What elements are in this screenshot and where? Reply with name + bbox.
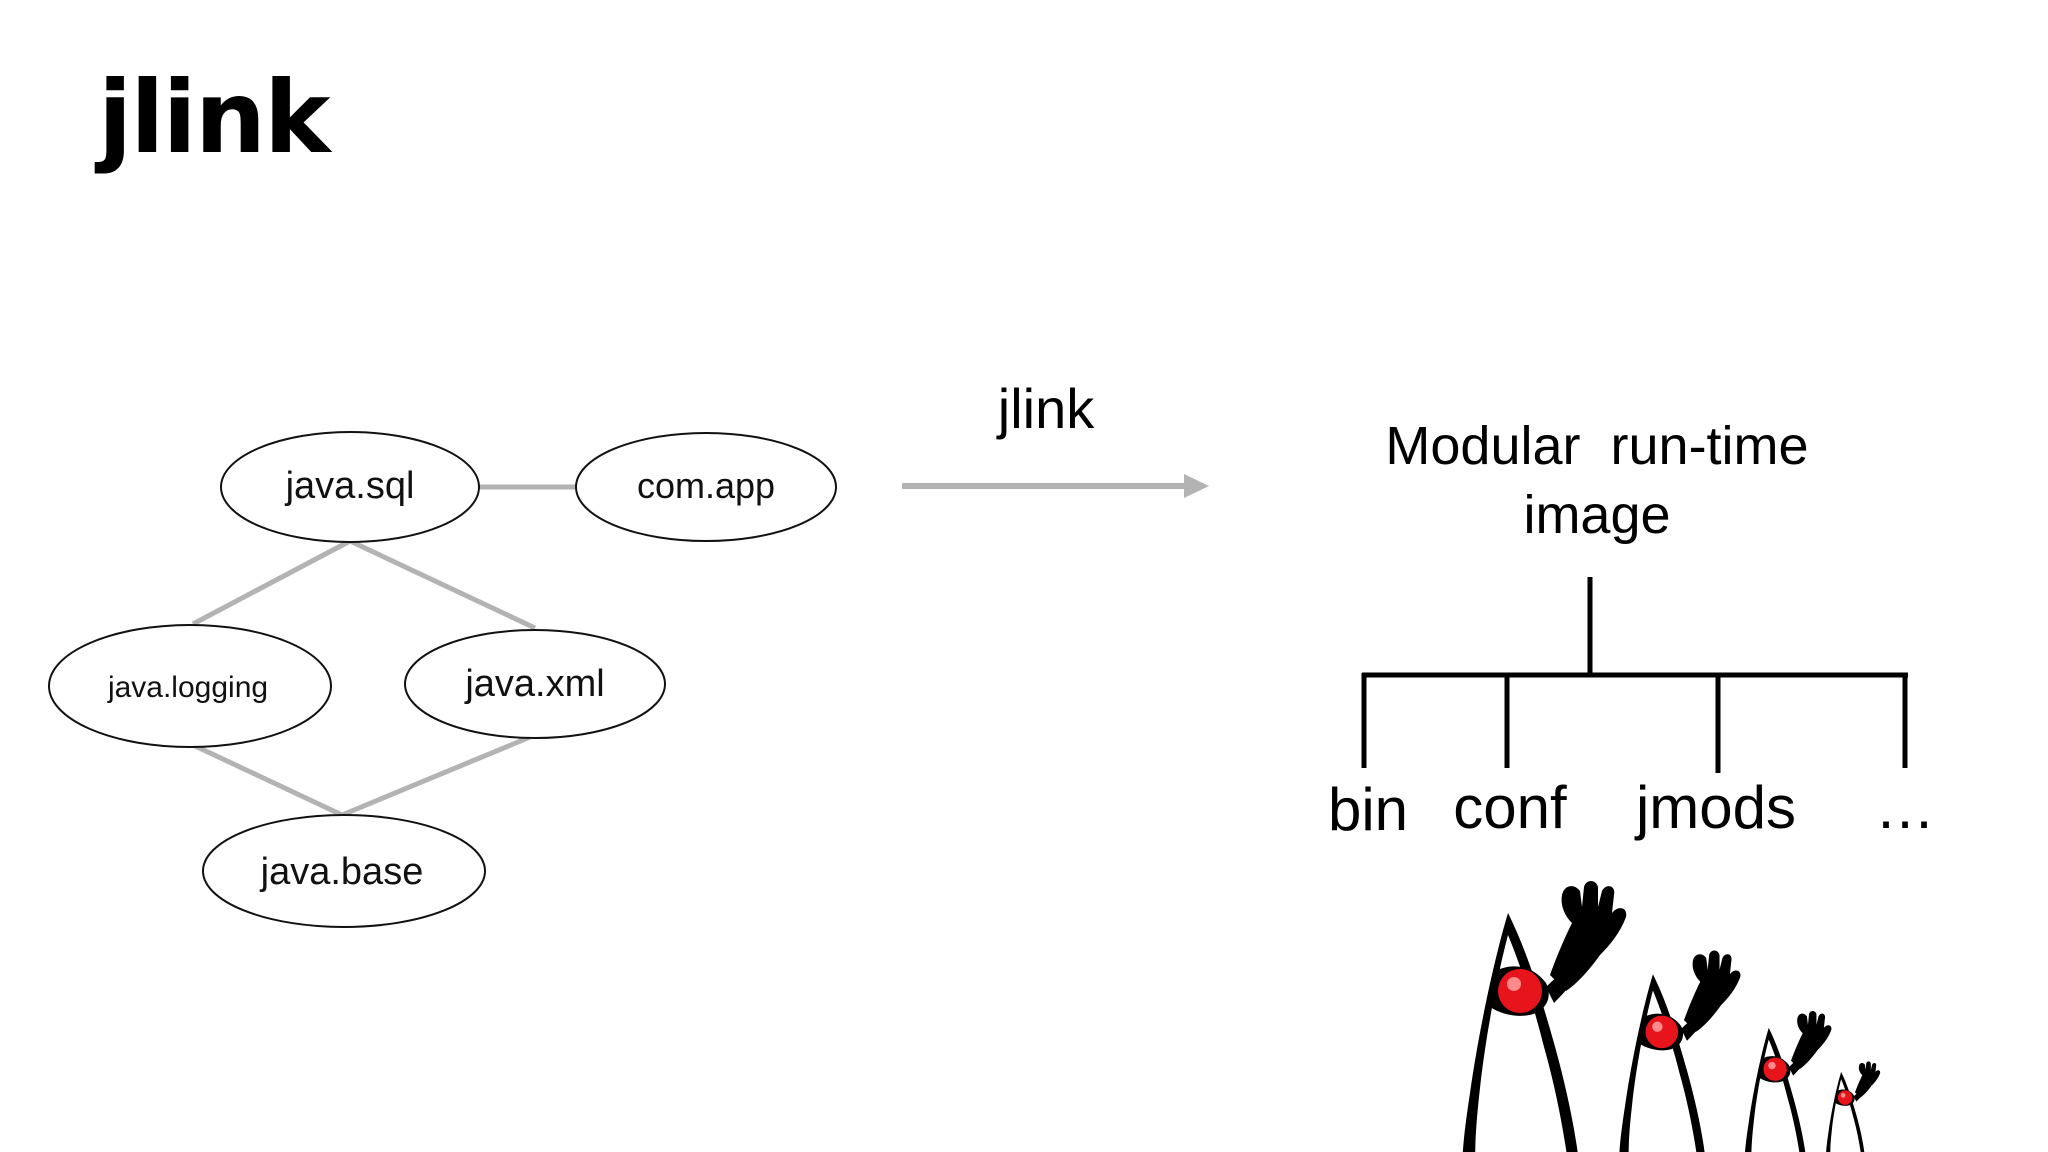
module-node-java-sql: java.sql — [220, 431, 480, 543]
node-ellipse — [575, 432, 837, 542]
node-ellipse — [220, 431, 480, 543]
module-graph-edges — [191, 484, 575, 818]
tree-leaf-jmods: jmods — [1634, 774, 1796, 841]
slide-title: jlink — [98, 59, 331, 176]
node-label: java.sql — [285, 465, 415, 507]
module-node-java-xml: java.xml — [404, 629, 666, 739]
node-ellipse — [48, 624, 332, 748]
tree-leaf-more: … — [1875, 774, 1935, 841]
duke-mascot-icon — [1744, 1010, 1832, 1152]
edge-java-sql-java-logging — [191, 538, 352, 627]
arrow-head-icon — [1184, 474, 1209, 498]
node-label: com.app — [637, 465, 775, 506]
tree-leaf-bin: bin — [1328, 776, 1408, 843]
duke-mascot-group — [1462, 881, 1881, 1152]
runtime-image-tree: Modular run-time image bin conf jmods … — [1328, 416, 1935, 843]
node-label: java.xml — [464, 663, 604, 705]
runtime-image-title-line2: image — [1523, 485, 1670, 545]
jlink-arrow-label: jlink — [996, 377, 1095, 440]
tree-leaf-conf: conf — [1453, 774, 1567, 841]
tree-connectors — [1361, 577, 1908, 773]
node-ellipse — [202, 814, 486, 928]
edge-java-logging-java-base — [191, 742, 344, 818]
node-label: java.base — [260, 851, 424, 893]
module-node-java-logging: java.logging — [48, 624, 332, 748]
edge-java-sql-java-xml — [348, 538, 537, 631]
runtime-image-title-line1: Modular run-time — [1385, 416, 1808, 476]
node-label: java.logging — [107, 671, 268, 704]
duke-mascot-icon — [1619, 950, 1741, 1152]
duke-mascot-icon — [1826, 1061, 1881, 1152]
edge-java-xml-java-base — [341, 732, 536, 818]
node-ellipse — [404, 629, 666, 739]
duke-mascot-icon — [1462, 881, 1627, 1152]
module-node-java-base: java.base — [202, 814, 486, 928]
module-node-com-app: com.app — [575, 432, 837, 542]
jlink-arrow: jlink — [902, 377, 1209, 498]
